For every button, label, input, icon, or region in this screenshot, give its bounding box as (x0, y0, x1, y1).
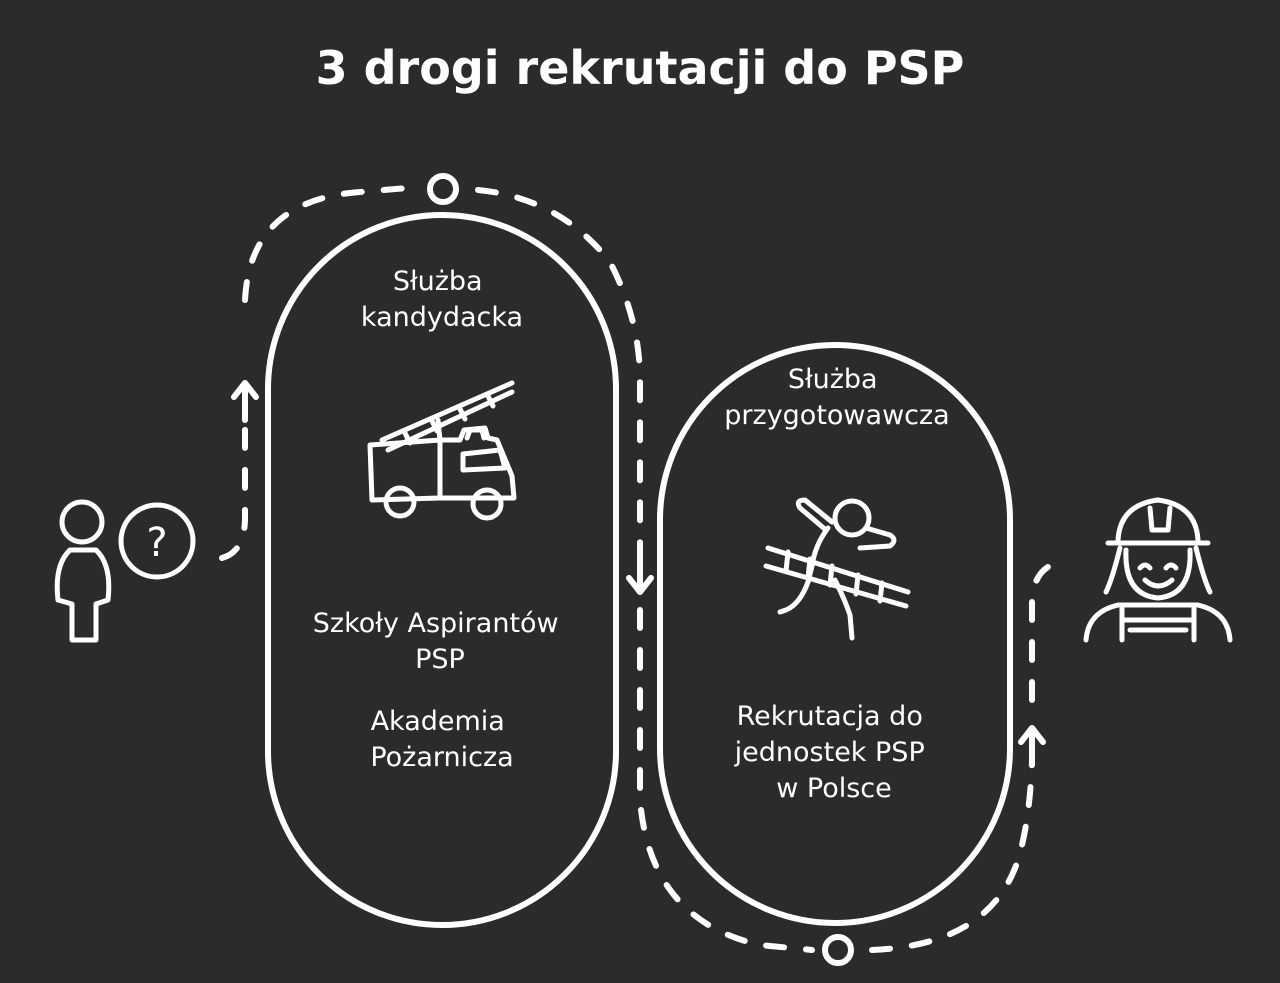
finish-line-runner-icon (763, 497, 911, 641)
right-loop-outline (657, 342, 1013, 926)
firefighter-icon (1083, 497, 1233, 643)
right-loop-item-unit-recruitment: Rekrutacja do jednostek PSP w Polsce (734, 701, 934, 804)
right-dashed-path (869, 559, 1063, 953)
left-loop-heading: Służba kandydacka (361, 266, 523, 333)
left-loop-item-aspirant-schools: Szkoły Aspirantów PSP (313, 608, 567, 675)
bottom-junction-circle (822, 934, 854, 966)
down-arrow-icon-middle (626, 557, 654, 595)
question-mark-text: ? (146, 520, 167, 566)
up-arrow-icon-right (1018, 725, 1046, 768)
left-loop-item-fire-academy: Akademia Pożarnicza (370, 706, 513, 773)
diagram-title: 3 drogi rekrutacji do PSP (316, 41, 965, 95)
person-question-icon (54, 499, 196, 643)
fire-truck-icon (367, 380, 517, 521)
right-loop-heading: Służba przygotowawcza (724, 364, 949, 431)
top-junction-circle (427, 173, 459, 205)
up-arrow-icon-left (231, 380, 259, 423)
left-dashed-path (219, 185, 815, 953)
left-loop-outline (265, 212, 619, 928)
